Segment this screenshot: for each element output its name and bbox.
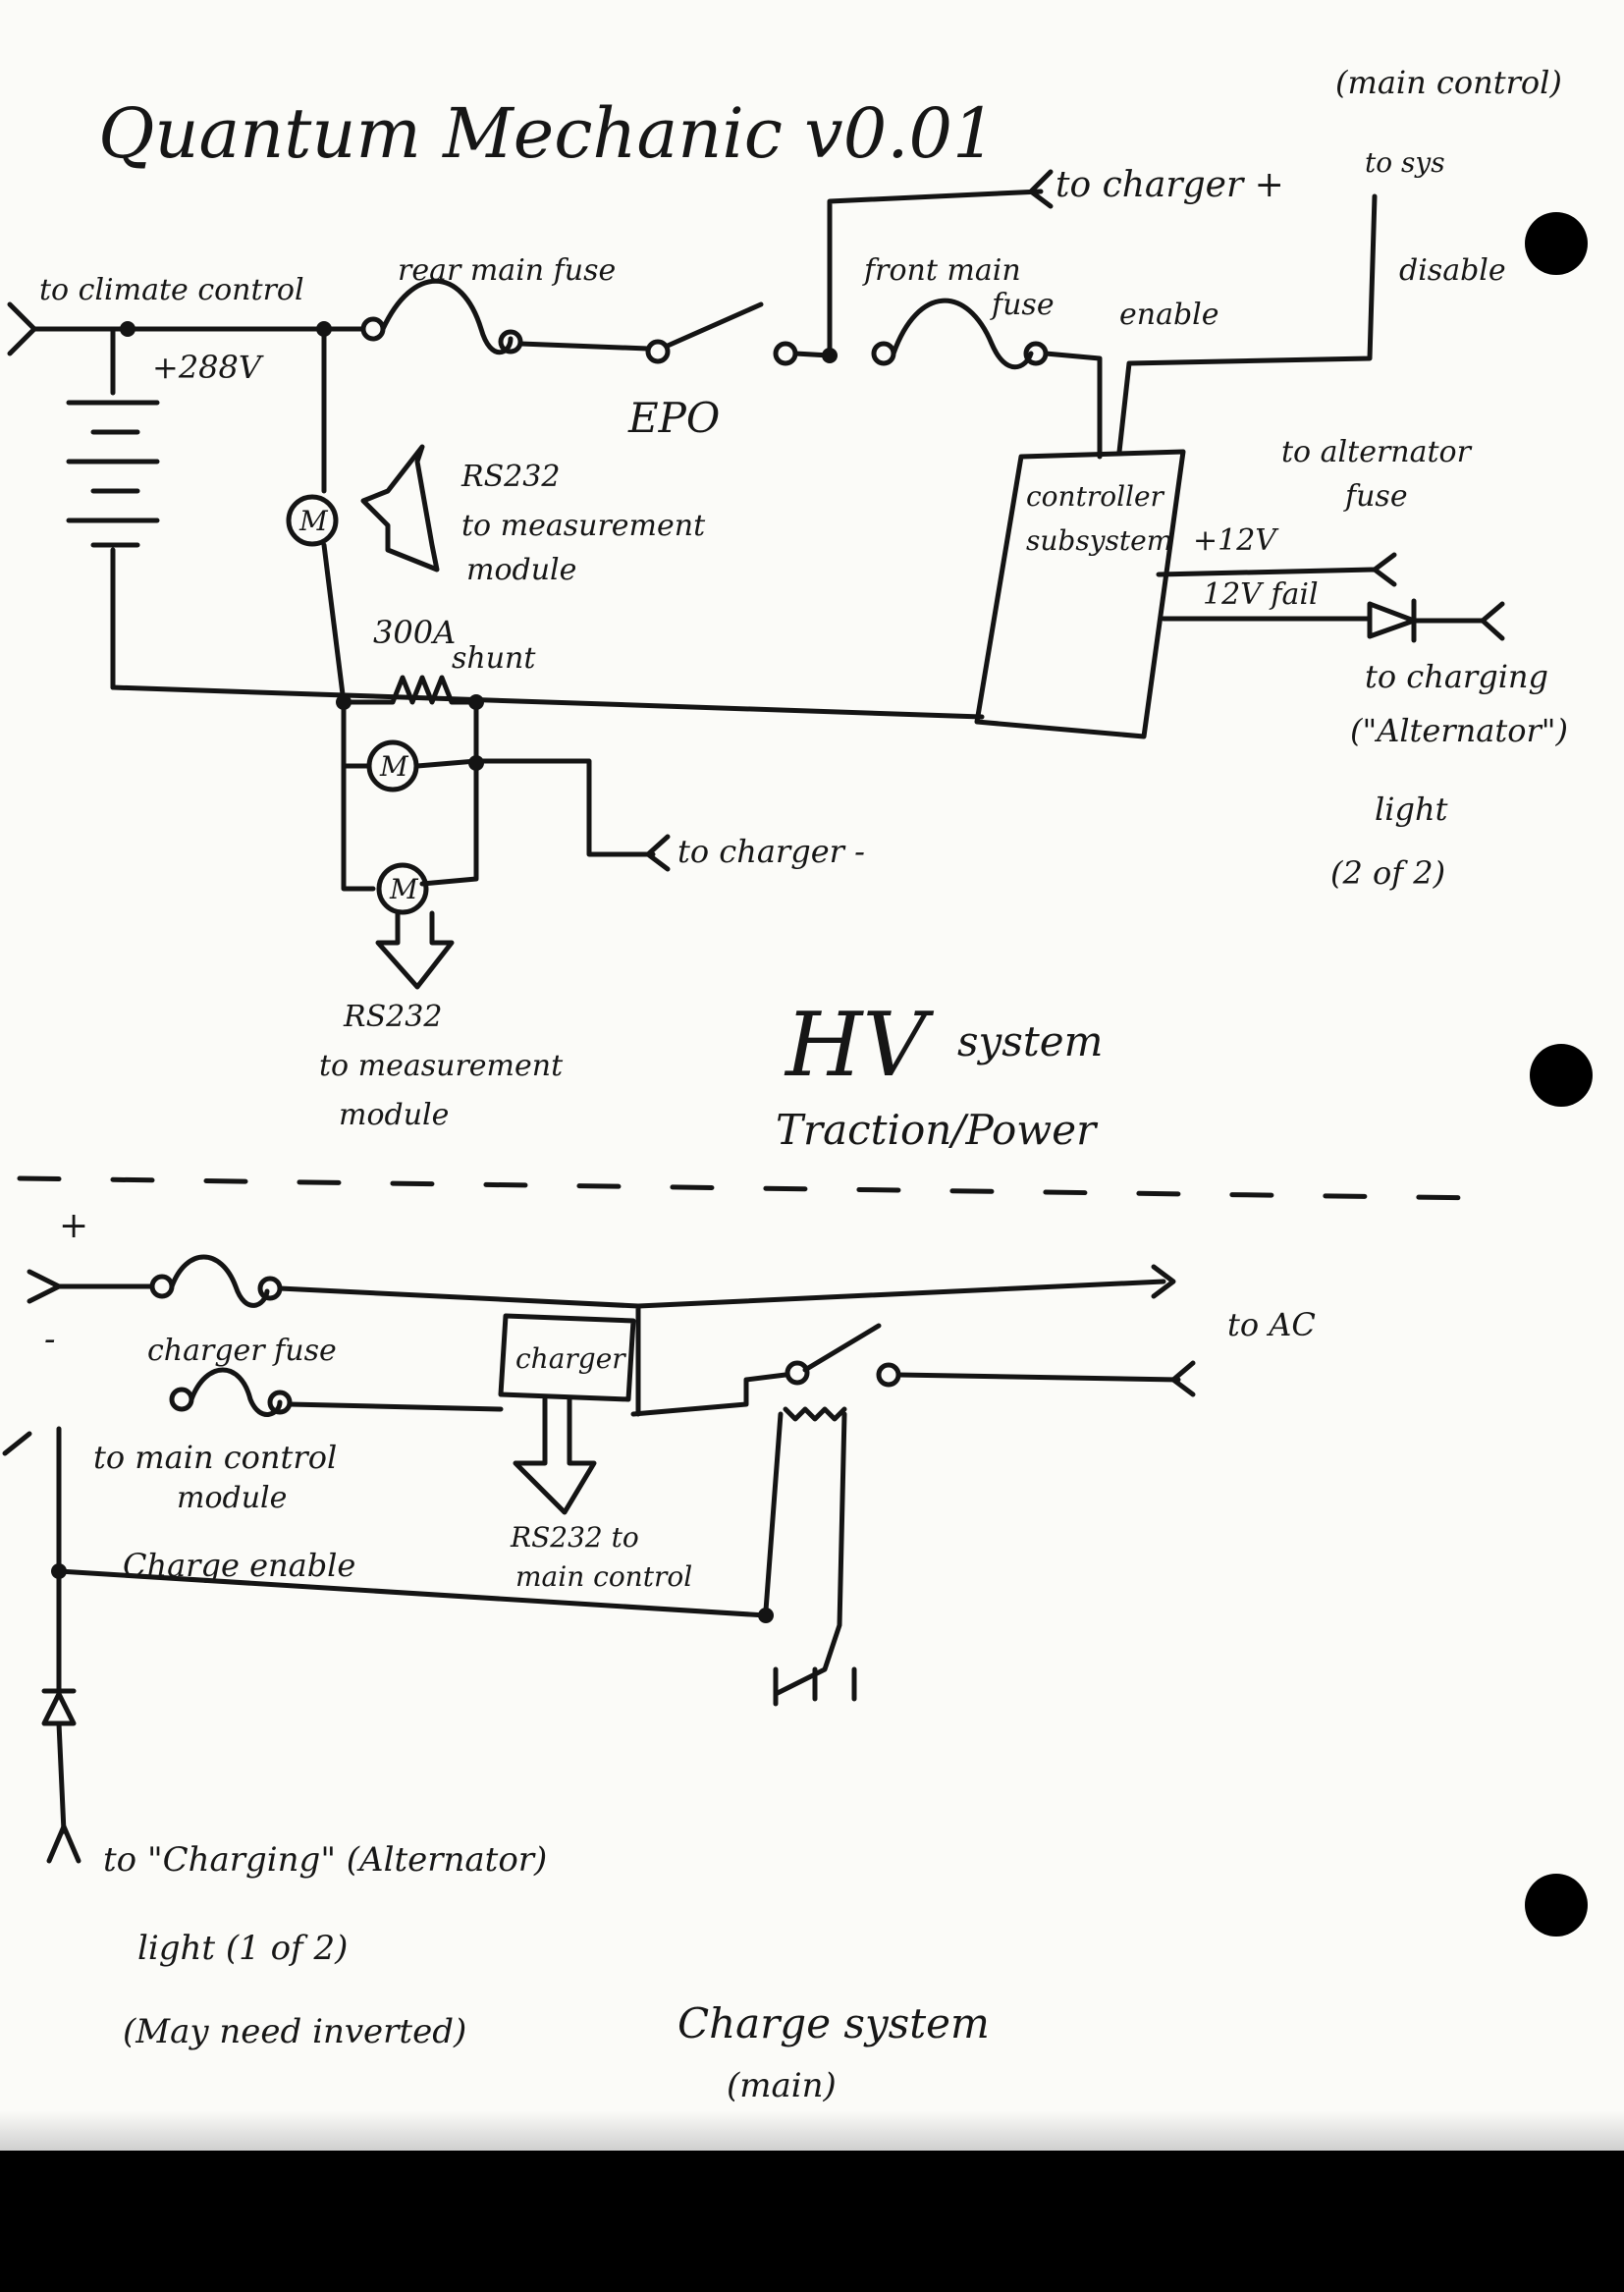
charger-box xyxy=(498,1313,636,1402)
junction-node xyxy=(120,321,135,337)
to-alternator-fuse-label-1: to alternator xyxy=(1281,435,1473,469)
meter-3-label: M xyxy=(389,873,419,905)
charge-system-subtitle: (main) xyxy=(727,2066,837,2105)
to-charging-label-2: ("Alternator") xyxy=(1350,712,1568,749)
plus-12v-wire xyxy=(1156,567,1378,577)
shunt-label-2: shunt xyxy=(452,641,536,676)
scan-black-band xyxy=(0,2151,1624,2292)
to-charging-label-1: to charging xyxy=(1365,658,1548,695)
fail-12v-label: 12V fail xyxy=(1203,577,1319,612)
charger-rs232-arrow xyxy=(513,1396,597,1515)
page-title: Quantum Mechanic v0.01 xyxy=(98,93,997,174)
section-divider xyxy=(17,1175,1486,1201)
charger-box-label: charger xyxy=(515,1342,626,1375)
battery-symbol xyxy=(66,326,160,690)
charge-light-arrow xyxy=(46,1824,81,1864)
charge-plus-arrow xyxy=(27,1269,62,1304)
to-sys-label: to sys xyxy=(1365,146,1445,179)
binder-hole-middle xyxy=(1530,1044,1593,1107)
return-wire xyxy=(110,684,985,720)
enable-wire xyxy=(1116,193,1378,455)
to-climate-control-label: to climate control xyxy=(39,273,304,307)
charger-fuse-label: charger fuse xyxy=(147,1334,337,1368)
battery-voltage-label: +288V xyxy=(152,349,264,386)
relay-coil xyxy=(783,1406,847,1422)
paper-bottom-edge xyxy=(0,2111,1624,2151)
meter-3 xyxy=(376,862,429,915)
to-main-control-label-2: module xyxy=(177,1481,287,1515)
input-arrow xyxy=(7,301,37,356)
charge-plus-label: + xyxy=(59,1206,88,1246)
rs232-bottom-label-3: module xyxy=(339,1098,449,1132)
corner-label: (main control) xyxy=(1335,64,1562,101)
front-main-fuse-label-1: front main xyxy=(862,253,1021,288)
hv-system-word: system xyxy=(957,1017,1103,1065)
rs232-top-label-3: module xyxy=(466,553,576,587)
to-charger-minus-wire xyxy=(473,758,656,857)
shunt-label-1: 300A xyxy=(373,614,456,651)
rs232-bottom-label-1: RS232 xyxy=(343,1000,442,1034)
charge-fuse-minus xyxy=(189,1367,283,1417)
to-charging-light-label-2: light (1 of 2) xyxy=(137,1929,348,1968)
rs232-top-label-2: to measurement xyxy=(461,509,706,543)
enable-label: enable xyxy=(1119,298,1219,332)
charge-system-title: Charge system xyxy=(677,1999,990,2047)
charger-rs232-label-1: RS232 to xyxy=(510,1521,639,1554)
to-charging-light-label-1: to "Charging" (Alternator) xyxy=(103,1840,547,1880)
charge-light-diode xyxy=(41,1691,77,1726)
controller-subsystem-box xyxy=(974,449,1186,739)
shunt-resistor xyxy=(341,675,479,705)
rear-main-fuse xyxy=(380,278,514,355)
to-charging-label-4: (2 of 2) xyxy=(1330,854,1445,892)
meter-2-label: M xyxy=(379,750,409,783)
hv-system: to climate control +288V M RS232 to meas… xyxy=(7,146,1568,1154)
binder-hole-bottom xyxy=(1525,1874,1588,1937)
schematic-drawing: Quantum Mechanic v0.01 (main control) to… xyxy=(2,64,1593,2105)
diode-12v-fail xyxy=(1367,601,1417,639)
charge-relay-switch[interactable] xyxy=(802,1323,882,1373)
rear-main-fuse-label: rear main fuse xyxy=(398,253,616,288)
meter-1 xyxy=(286,494,339,547)
to-ac-label: to AC xyxy=(1227,1306,1316,1343)
to-charger-plus-wire xyxy=(827,189,1044,358)
rs232-arrow-bottom xyxy=(375,910,455,990)
charger-rs232-label-2: main control xyxy=(515,1560,692,1593)
rs232-top-label-1: RS232 xyxy=(460,460,560,494)
charge-minus-label: - xyxy=(44,1320,56,1359)
charge-fuse-plus xyxy=(169,1254,270,1308)
rs232-bottom-label-2: to measurement xyxy=(319,1049,564,1083)
to-alternator-fuse-label-2: fuse xyxy=(1343,479,1408,514)
to-main-control-label-1: to main control xyxy=(93,1439,337,1476)
plus-12v-label: +12V xyxy=(1193,523,1279,558)
controller-label-1: controller xyxy=(1026,480,1165,513)
front-main-fuse-label-2: fuse xyxy=(990,288,1055,322)
meter-1-label: M xyxy=(298,505,329,537)
rs232-arrow-top xyxy=(360,444,440,573)
hv-system-title: HV xyxy=(784,994,934,1097)
controller-label-2: subsystem xyxy=(1026,524,1172,557)
binder-hole-top xyxy=(1525,212,1588,275)
hv-system-subtitle: Traction/Power xyxy=(776,1106,1099,1154)
front-main-fuse xyxy=(891,298,1034,370)
to-charging-light-label-3: (May need inverted) xyxy=(123,2012,466,2051)
to-charger-plus-label: to charger + xyxy=(1056,165,1284,205)
sys-disable-label: disable xyxy=(1399,253,1506,288)
charge-system: + to AC - charger fuse charger xyxy=(2,1206,1316,2105)
epo-switch[interactable] xyxy=(665,301,764,349)
epo-label: EPO xyxy=(627,394,720,442)
to-charger-minus-label: to charger - xyxy=(677,833,865,870)
to-main-control-label-3: Charge enable xyxy=(123,1547,355,1584)
to-charging-label-3: light xyxy=(1375,791,1448,828)
